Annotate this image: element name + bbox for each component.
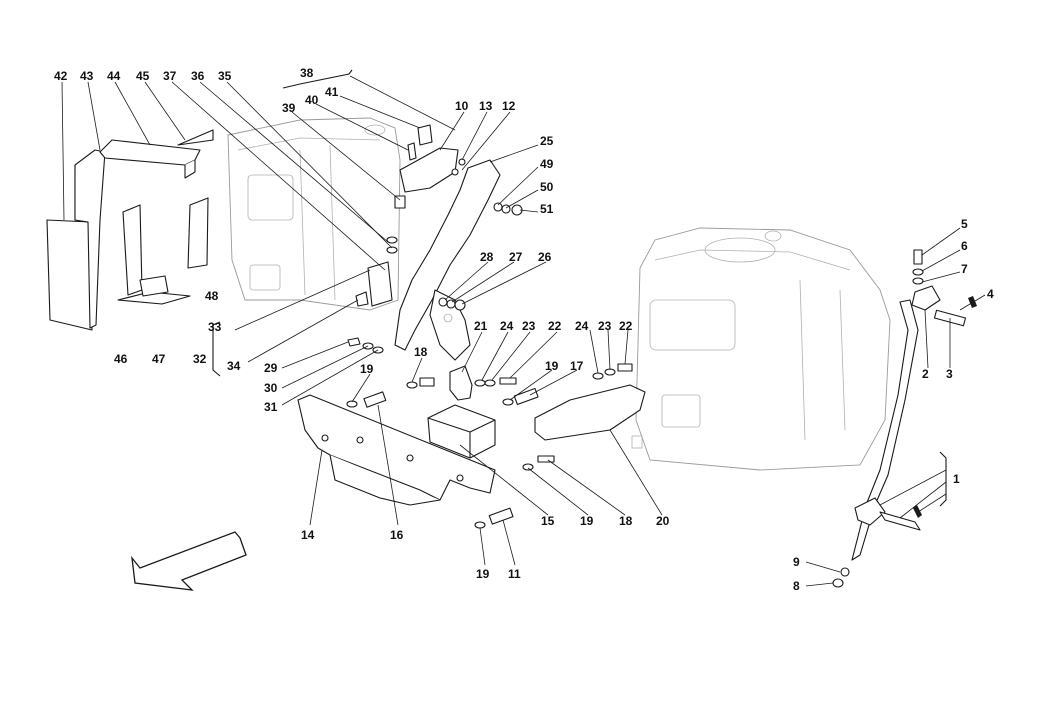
callout-48: 48 [205, 289, 219, 303]
callout-2: 2 [922, 367, 929, 381]
part-10-bracket [399, 124, 466, 193]
part-33-bracket [355, 261, 393, 307]
callout-18a: 18 [414, 345, 428, 359]
callout-12: 12 [502, 99, 516, 113]
callout-44: 44 [107, 69, 121, 83]
callout-13: 13 [479, 99, 493, 113]
callout-19d: 19 [476, 567, 490, 581]
callout-16: 16 [390, 528, 404, 542]
callout-34: 34 [227, 359, 241, 373]
direction-arrow [131, 531, 247, 591]
callout-43: 43 [80, 69, 94, 83]
callout-23a: 23 [522, 319, 536, 333]
callout-24a: 24 [500, 319, 514, 333]
callout-19b: 19 [360, 362, 374, 376]
part-20-cover [534, 384, 646, 441]
part-47-bracket [117, 275, 191, 305]
callout-46: 46 [114, 352, 128, 366]
part-15-housing [427, 404, 496, 459]
callout-23b: 23 [598, 319, 612, 333]
callout-35: 35 [218, 69, 232, 83]
callout-49: 49 [540, 157, 554, 171]
callout-25: 25 [540, 134, 554, 148]
part-46-pad [122, 204, 143, 296]
callout-50: 50 [540, 180, 554, 194]
callout-29: 29 [264, 361, 278, 375]
callout-42: 42 [54, 69, 68, 83]
callout-26: 26 [538, 250, 552, 264]
callout-37: 37 [163, 69, 177, 83]
callout-6: 6 [961, 239, 968, 253]
callout-4: 4 [987, 287, 994, 301]
callout-40: 40 [305, 93, 319, 107]
callout-47: 47 [152, 352, 166, 366]
callout-38: 38 [300, 66, 314, 80]
callout-14: 14 [301, 528, 315, 542]
callout-22b: 22 [619, 319, 633, 333]
callout-22a: 22 [548, 319, 562, 333]
callout-28: 28 [480, 250, 494, 264]
left-fuel-tank-outline [227, 117, 401, 311]
callout-5: 5 [961, 217, 968, 231]
callout-15: 15 [541, 514, 555, 528]
callout-39: 39 [282, 101, 296, 115]
callout-17: 17 [570, 359, 584, 373]
callout-31: 31 [264, 400, 278, 414]
callout-19a: 19 [545, 359, 559, 373]
part-42-panel [46, 219, 93, 331]
part-45-strip [177, 129, 214, 146]
callout-21: 21 [474, 319, 488, 333]
leader-lines [61, 69, 986, 587]
fasteners [346, 195, 633, 529]
callout-51: 51 [540, 202, 554, 216]
callout-36: 36 [191, 69, 205, 83]
callout-numbers: 42 43 44 45 37 36 35 38 39 40 41 10 13 1… [54, 66, 994, 593]
callout-8: 8 [793, 579, 800, 593]
part-14-mounting-plate [297, 394, 496, 506]
callout-32: 32 [193, 352, 207, 366]
callout-7: 7 [961, 262, 968, 276]
callout-18b: 18 [619, 514, 633, 528]
callout-27: 27 [509, 250, 523, 264]
part-43-panel [74, 149, 106, 329]
part-48-pad [187, 197, 209, 269]
callout-41: 41 [325, 85, 339, 99]
part-21-bracket [449, 365, 473, 401]
right-fuel-tank-outline [631, 227, 891, 471]
callout-20: 20 [656, 514, 670, 528]
callout-30: 30 [264, 381, 278, 395]
callout-19c: 19 [580, 514, 594, 528]
callout-45: 45 [136, 69, 150, 83]
callout-24b: 24 [575, 319, 589, 333]
callout-9: 9 [793, 555, 800, 569]
callout-11: 11 [508, 567, 521, 581]
callout-33: 33 [208, 320, 222, 334]
callout-1: 1 [953, 472, 960, 486]
part-1-rod-assembly [832, 249, 977, 588]
callout-3: 3 [946, 367, 953, 381]
part-44-bracket [99, 139, 201, 179]
callout-10: 10 [455, 99, 469, 113]
